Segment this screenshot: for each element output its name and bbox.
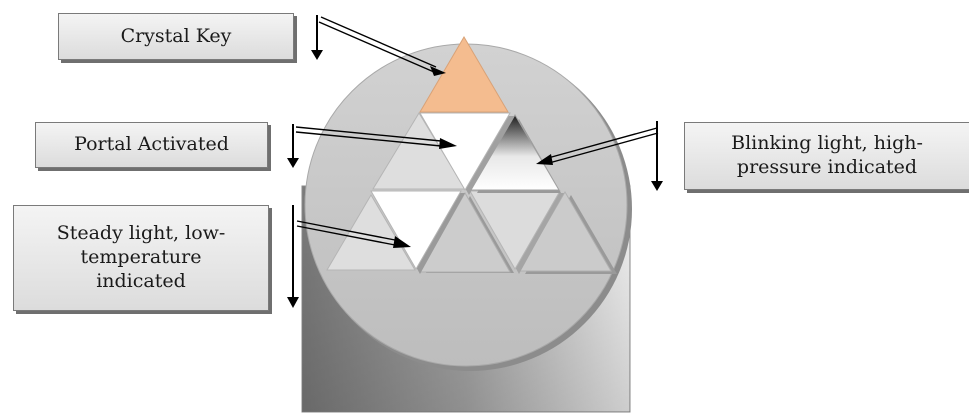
connector-crystal-key	[318, 16, 446, 76]
label-blinking-light: Blinking light, high-pressure indicated	[731, 132, 923, 178]
triangle-blinking-light	[470, 114, 560, 191]
label-crystal-key: Crystal Key	[120, 24, 232, 47]
connector-blinking-light	[536, 127, 659, 165]
triangle-lower-left	[326, 194, 416, 271]
label-portal-activated: Portal Activated	[74, 133, 229, 156]
callout-steady-light: Steady light, low-temperature indicated	[13, 205, 269, 311]
arrow-crystal-key	[311, 15, 323, 60]
label-steady-light: Steady light, low-temperature indicated	[56, 222, 226, 292]
connector-steady-light	[296, 220, 411, 248]
connector-portal-activated	[295, 126, 457, 149]
callout-portal-activated: Portal Activated	[35, 122, 268, 168]
triangle-portal-activated	[419, 112, 511, 191]
arrow-steady-light	[287, 205, 299, 308]
callout-blinking-light: Blinking light, high-pressure indicated	[684, 122, 969, 190]
triangle-crystal-key	[419, 36, 509, 113]
arrow-blinking-light	[651, 121, 663, 191]
callout-crystal-key: Crystal Key	[58, 13, 294, 60]
arrow-portal-activated	[287, 124, 299, 168]
triangle-steady-light	[370, 190, 462, 271]
